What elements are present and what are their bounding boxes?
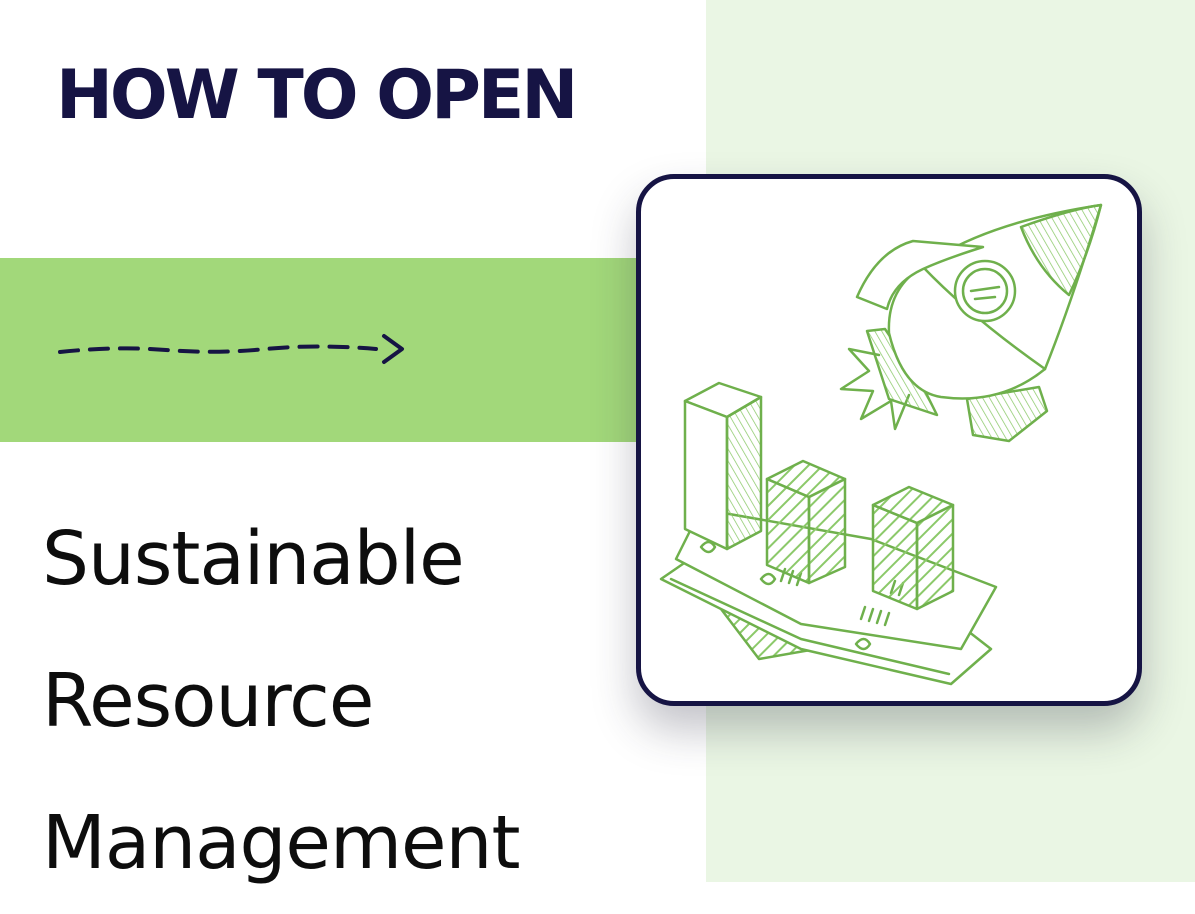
title-line-3: Management <box>42 800 520 886</box>
title-line-1: Sustainable <box>42 516 465 602</box>
illustration-card <box>636 174 1142 706</box>
eyebrow-heading: HOW TO OPEN <box>56 56 578 135</box>
rocket-and-growth-chart-icon <box>659 203 1103 686</box>
dashed-arrow-icon <box>58 334 404 364</box>
title-line-2: Resource <box>42 658 374 744</box>
page-title: Sustainable Resource Management <box>42 488 520 914</box>
